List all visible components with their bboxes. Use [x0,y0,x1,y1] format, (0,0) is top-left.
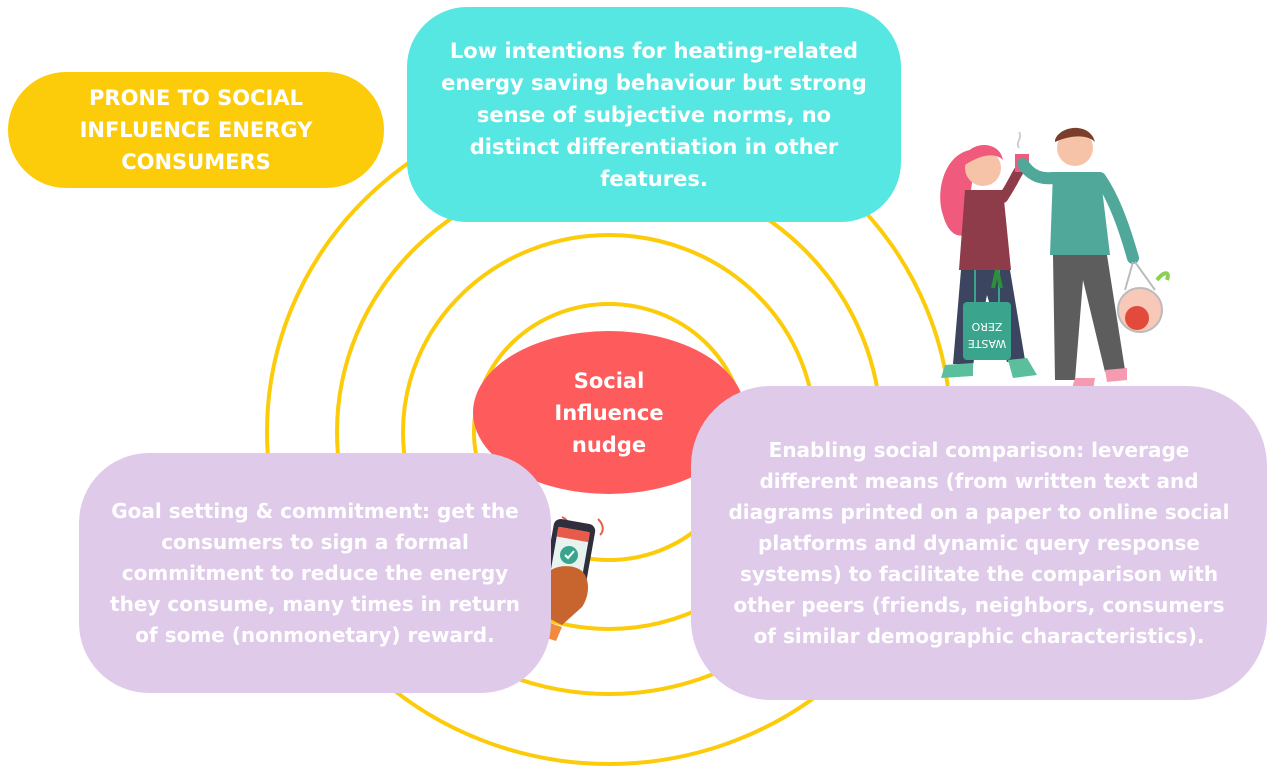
man-head [1057,130,1093,166]
social-comparison-box: Enabling social comparison: leverage dif… [691,386,1267,700]
social-comparison-text: Enabling social comparison: leverage dif… [728,437,1230,648]
segment-label-box: PRONE TO SOCIAL INFLUENCE ENERGY CONSUME… [8,72,384,188]
bag-text-line2: WASTE [968,337,1007,350]
hand-holding-phone-icon [532,516,604,641]
profile-description-box: Low intentions for heating-related energ… [407,7,901,222]
couple-shopping-illustration: ZERO WASTE [940,127,1170,392]
profile-description: Low intentions for heating-related energ… [441,38,867,191]
goal-setting-box: Goal setting & commitment: get the consu… [79,453,551,693]
segment-label: PRONE TO SOCIAL INFLUENCE ENERGY CONSUME… [79,86,313,174]
goal-setting-text: Goal setting & commitment: get the consu… [110,498,520,647]
nudge-label: Social Influence nudge [554,368,664,457]
tote-bag [963,302,1011,360]
man-sweater [1050,172,1110,255]
woman-sweater [959,190,1011,270]
bag-text-line1: ZERO [971,320,1002,333]
